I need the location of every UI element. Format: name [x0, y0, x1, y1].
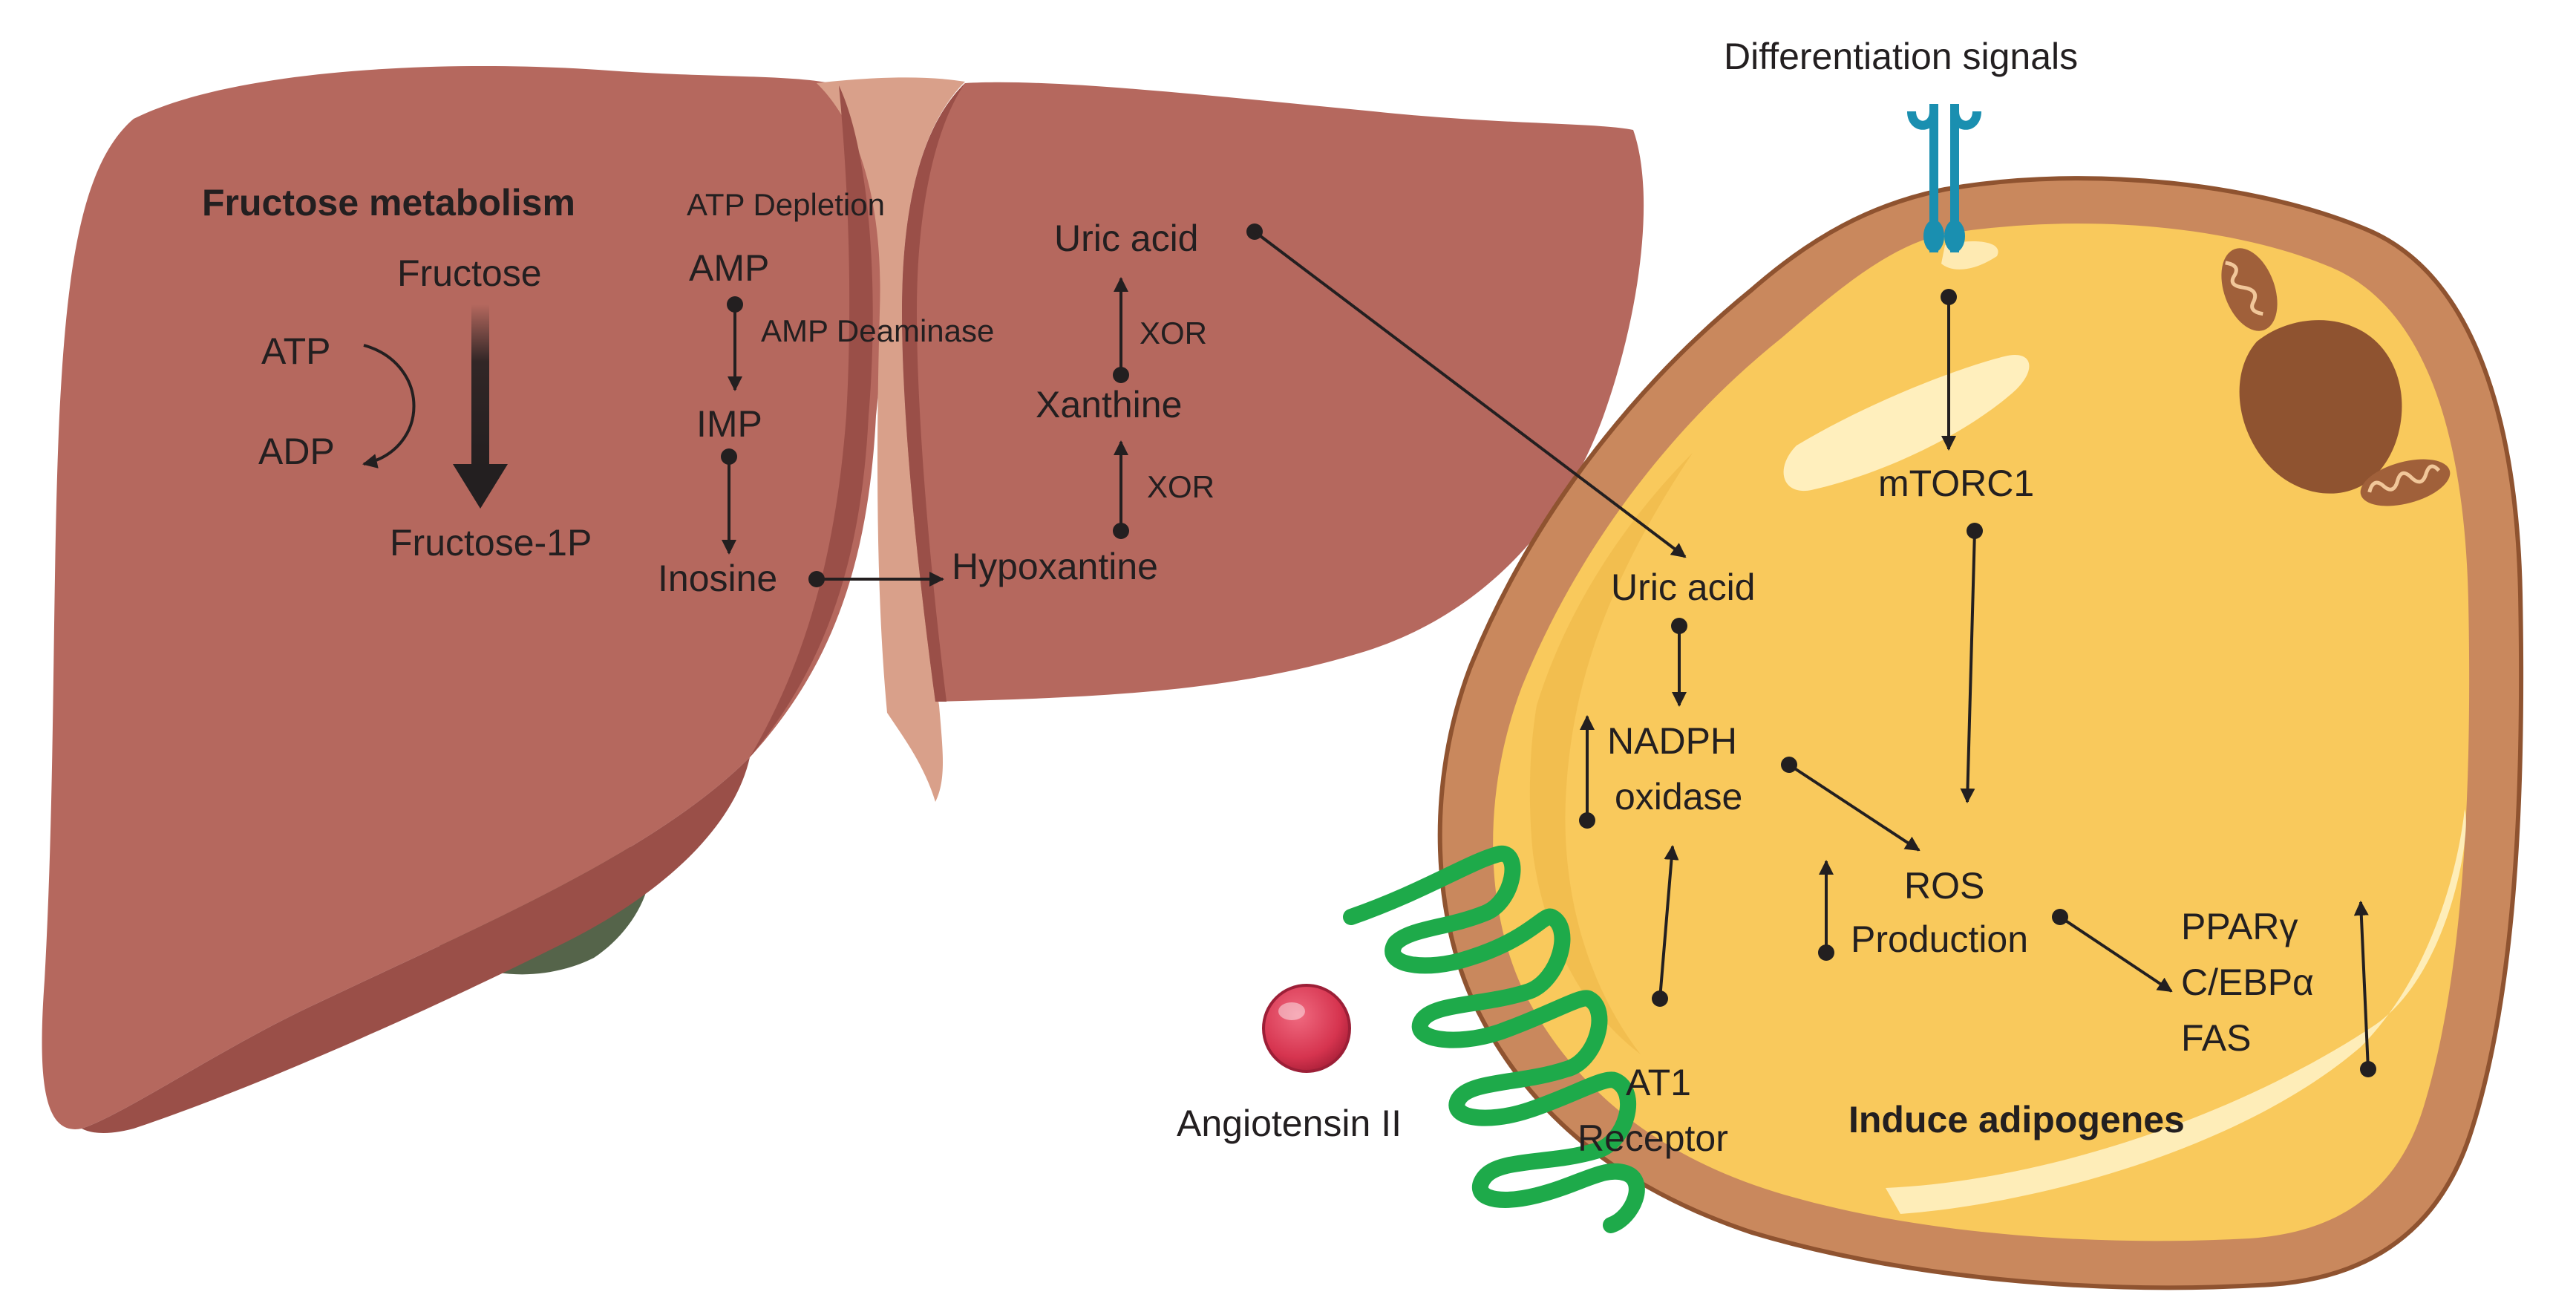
fructose-title: Fructose metabolism — [202, 182, 575, 223]
arrow-atp-adp — [362, 344, 416, 469]
pathway-arrows — [362, 223, 2376, 1077]
label-fructose: Fructose — [397, 252, 542, 294]
label-xanthine: Xanthine — [1036, 384, 1182, 425]
cell-labels: Differentiation signals mTORC1 Uric acid… — [1177, 36, 2314, 1159]
label-angiotensin: Angiotensin II — [1177, 1103, 1402, 1144]
label-ros-2: Production — [1851, 918, 2028, 960]
mitochondrion-icon — [2360, 459, 2451, 506]
cell-highlight-bottom — [1886, 809, 2466, 1214]
arrow-fructose-shaft — [471, 304, 489, 468]
mitochondrion-icon — [2221, 248, 2278, 331]
arrow-adipogenes-increase — [2353, 901, 2370, 1070]
label-hypoxantine: Hypoxantine — [952, 546, 1158, 587]
arrow-uricacid-to-cell — [1253, 230, 1687, 558]
label-adp: ADP — [258, 431, 335, 472]
label-differentiation-signals: Differentiation signals — [1724, 36, 2078, 77]
arrow-nadph-ros — [1788, 763, 1920, 852]
liver-labels: Fructose metabolism Fructose ATP ADP Fru… — [202, 182, 1215, 599]
label-cebp: C/EBPα — [2181, 962, 2314, 1003]
label-mtorc1: mTORC1 — [1878, 463, 2034, 504]
cell-highlight-top — [1783, 355, 2030, 492]
liver-left-lobe — [42, 65, 883, 1129]
label-inosine: Inosine — [658, 558, 777, 599]
arrow-ros-ppar — [2059, 915, 2173, 993]
label-uric-acid-liver: Uric acid — [1054, 218, 1198, 259]
liver-organ — [42, 65, 1644, 1133]
arrow-mtorc1-ros — [1960, 530, 1976, 803]
label-at1-1: AT1 — [1626, 1062, 1691, 1103]
label-atp: ATP — [261, 330, 331, 372]
label-atp-depletion: ATP Depletion — [687, 187, 885, 222]
label-xor-1: XOR — [1147, 469, 1215, 504]
liver-left-edge-shadow — [750, 85, 873, 757]
falciform-ligament — [817, 77, 965, 803]
label-induce-adipogenes: Induce adipogenes — [1848, 1099, 2185, 1140]
liver-right-shadow — [902, 83, 965, 702]
adipocyte-cell — [1437, 176, 2524, 1290]
molecule-sphere-icon — [1262, 984, 1351, 1073]
label-nadph-2: oxidase — [1615, 776, 1742, 817]
arrow-fructose-head — [453, 464, 508, 509]
label-ppar: PPARγ — [2181, 906, 2298, 947]
label-ros-1: ROS — [1904, 865, 1984, 907]
label-nadph-1: NADPH — [1607, 720, 1737, 762]
label-xor-2: XOR — [1140, 316, 1207, 350]
label-amp-deaminase: AMP Deaminase — [761, 313, 994, 348]
cytoplasm-shade — [1529, 453, 1693, 1054]
membrane-receptor-icon — [1907, 104, 1981, 252]
cytoplasm — [1493, 223, 2470, 1241]
label-amp: AMP — [689, 247, 769, 289]
arrow-at1-nadph — [1658, 845, 1679, 999]
liver-right-lobe — [902, 82, 1644, 702]
gpcr-receptor-icon — [1343, 845, 1645, 1233]
label-uric-acid-cell: Uric acid — [1611, 567, 1755, 608]
label-fructose-1p: Fructose-1P — [390, 522, 592, 564]
label-fas: FAS — [2181, 1017, 2251, 1059]
label-imp: IMP — [696, 403, 762, 445]
liver-left-shadow — [82, 757, 750, 1133]
label-at1-2: Receptor — [1578, 1117, 1728, 1159]
nucleus — [2239, 320, 2402, 494]
